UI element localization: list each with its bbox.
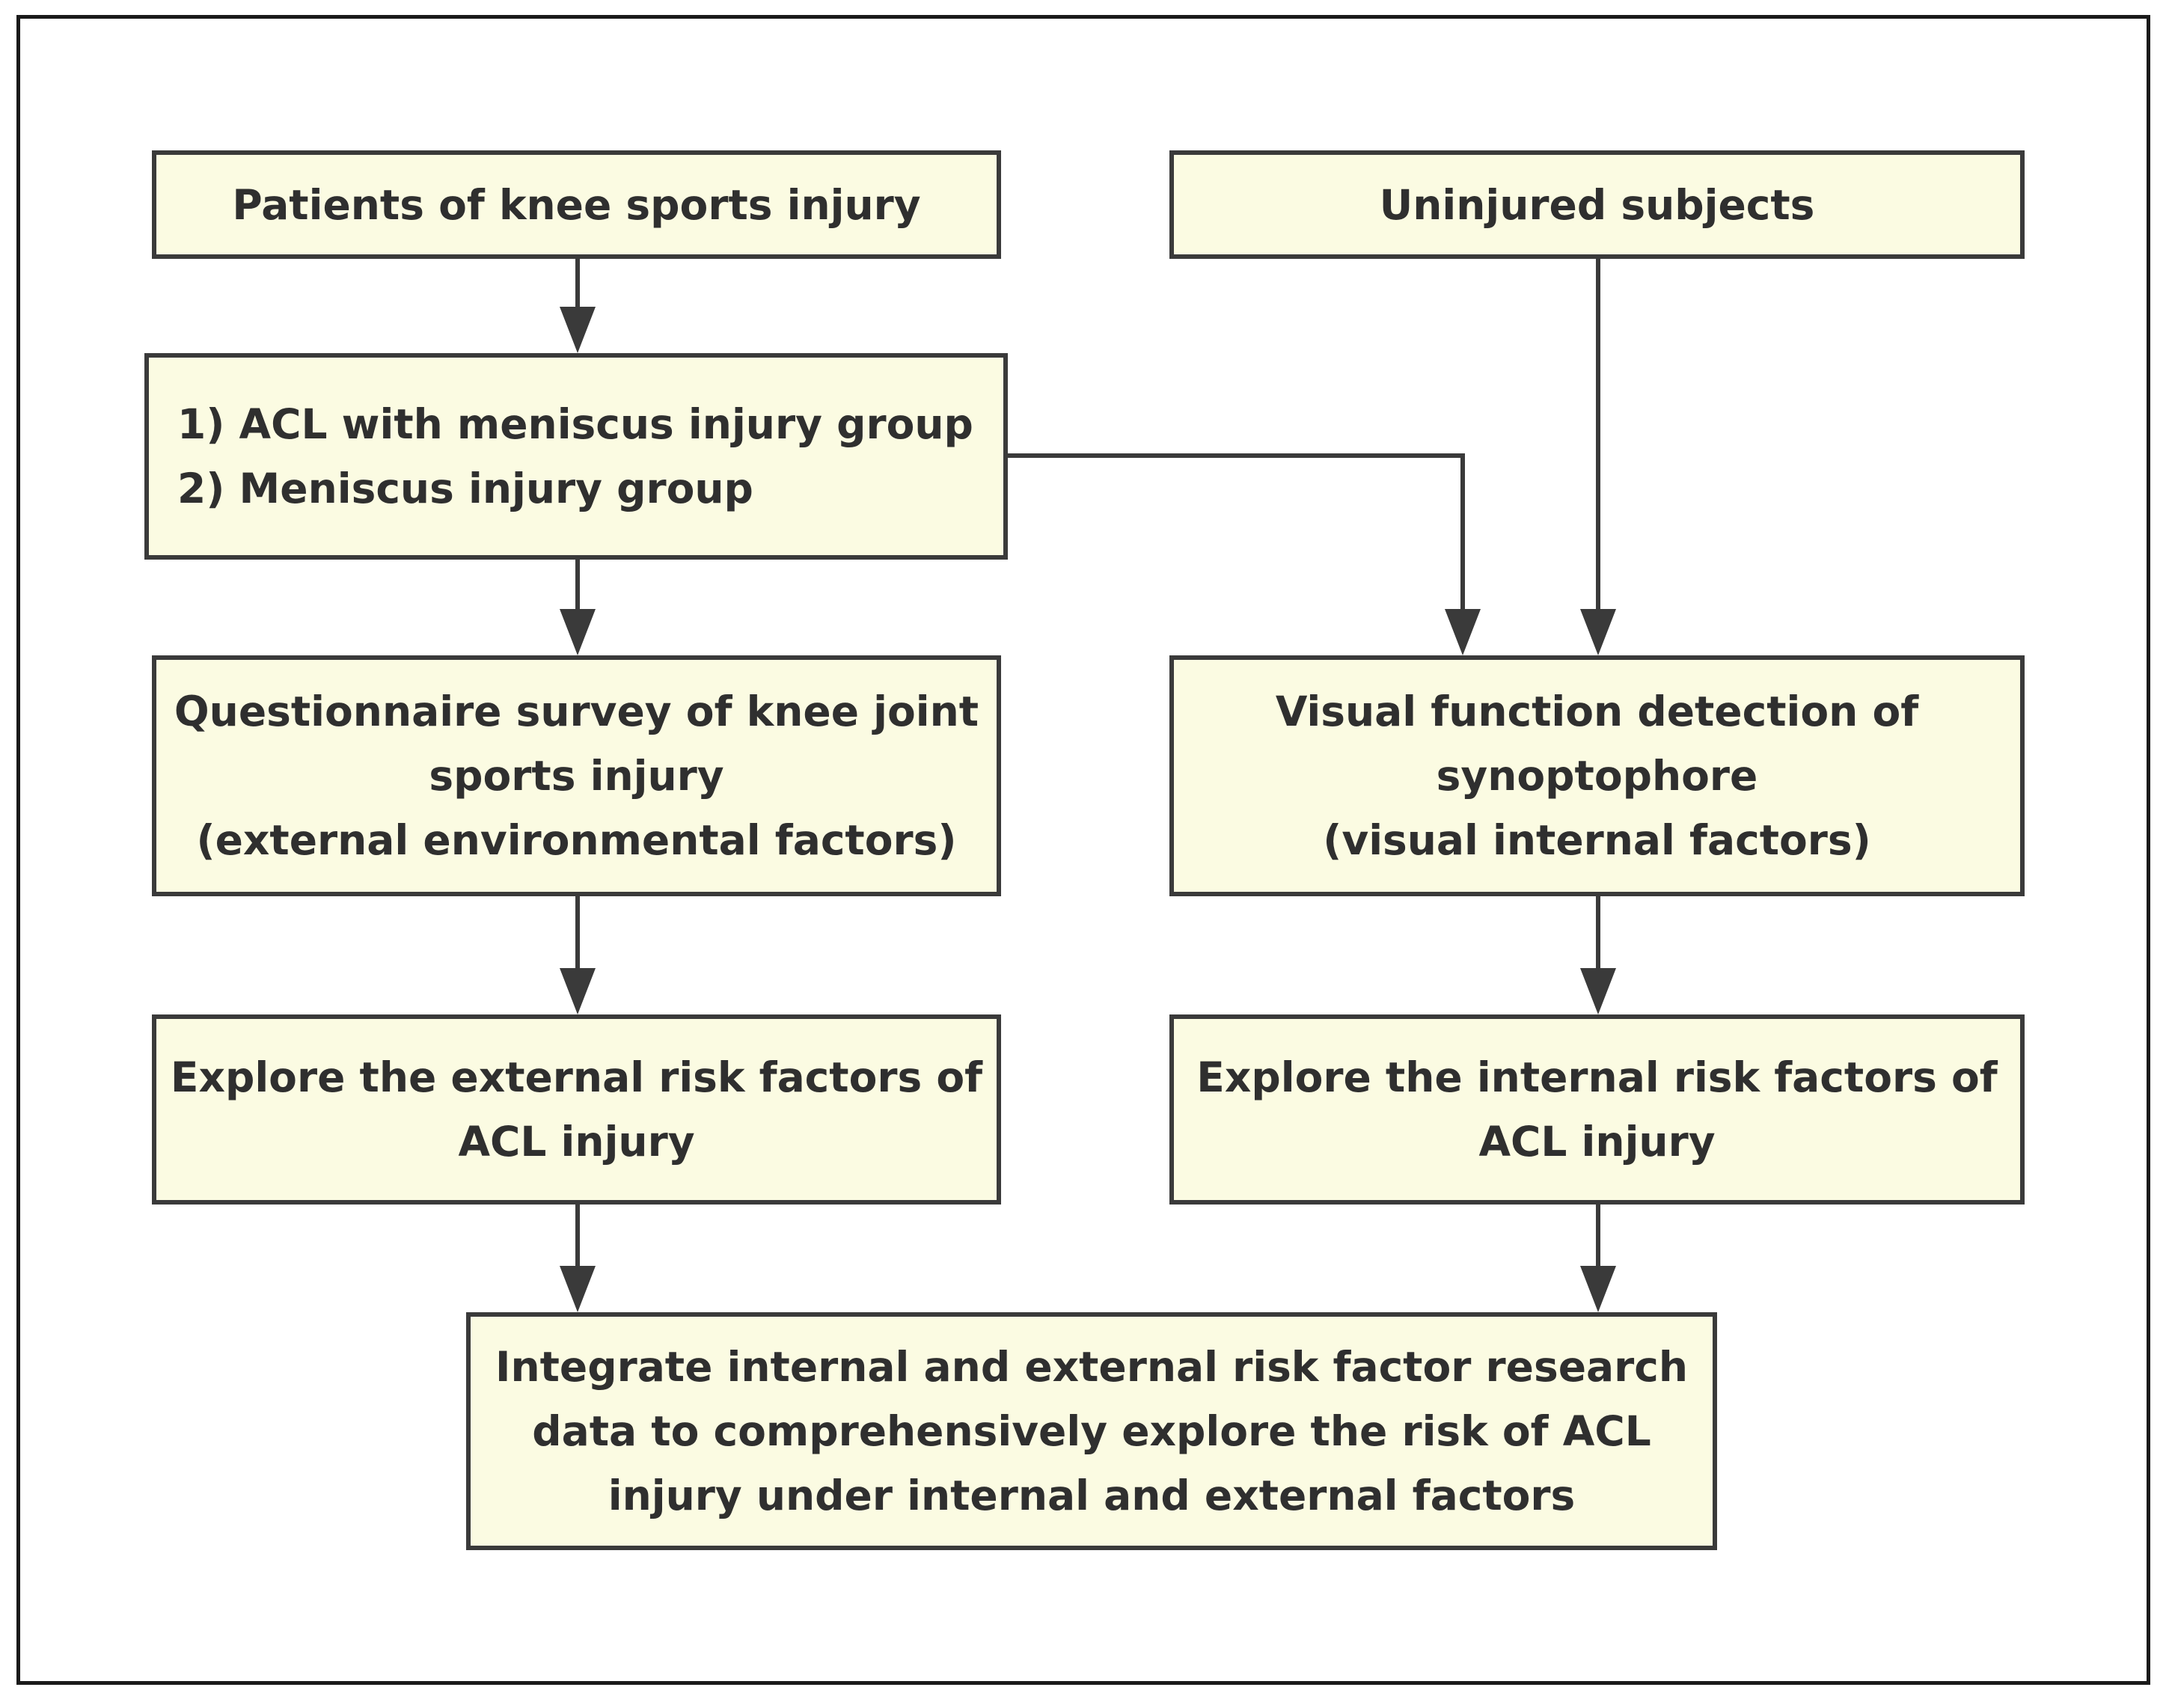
- node-integrate: Integrate internal and external risk fac…: [466, 1312, 1717, 1550]
- node-integrate-line-3: injury under internal and external facto…: [608, 1472, 1576, 1519]
- node-uninjured: Uninjured subjects: [1169, 150, 2025, 259]
- node-visual-line-1: Visual function detection of: [1275, 688, 1919, 735]
- node-groups-line-1: 1) ACL with meniscus injury group: [177, 400, 973, 448]
- node-questionnaire-line-1: Questionnaire survey of knee joint: [174, 688, 979, 735]
- arrowhead-external-to-integrate: [560, 1266, 596, 1312]
- node-integrate-line-2: data to comprehensively explore the risk…: [532, 1407, 1651, 1455]
- node-external-line-1: Explore the external risk factors of: [170, 1053, 983, 1101]
- node-internal: Explore the internal risk factors of ACL…: [1169, 1014, 2025, 1205]
- node-uninjured-line-1: Uninjured subjects: [1379, 180, 1815, 229]
- arrowhead-internal-to-integrate: [1580, 1266, 1616, 1312]
- node-internal-line-1: Explore the internal risk factors of: [1196, 1053, 1998, 1101]
- node-questionnaire-line-3: (external environmental factors): [196, 816, 957, 864]
- node-patients: Patients of knee sports injury: [152, 150, 1001, 259]
- node-questionnaire: Questionnaire survey of knee joint sport…: [152, 655, 1001, 896]
- node-questionnaire-line-2: sports injury: [429, 752, 724, 800]
- arrowhead-questionnaire-to-external: [560, 968, 596, 1014]
- arrow-groups-to-visual: [1008, 453, 1465, 615]
- node-integrate-line-1: Integrate internal and external risk fac…: [495, 1343, 1688, 1391]
- arrowhead-groups-to-visual: [1445, 609, 1481, 655]
- arrowhead-uninjured-to-visual: [1580, 609, 1616, 655]
- node-internal-line-2: ACL injury: [1478, 1118, 1716, 1166]
- node-external: Explore the external risk factors of ACL…: [152, 1014, 1001, 1205]
- arrowhead-patients-to-groups: [560, 307, 596, 353]
- node-visual: Visual function detection of synoptophor…: [1169, 655, 2025, 896]
- node-patients-line-1: Patients of knee sports injury: [232, 180, 921, 229]
- arrowhead-groups-to-questionnaire: [560, 609, 596, 655]
- node-groups: 1) ACL with meniscus injury group 2) Men…: [144, 353, 1008, 560]
- node-external-line-2: ACL injury: [458, 1118, 695, 1166]
- node-groups-line-2: 2) Meniscus injury group: [177, 465, 753, 512]
- node-visual-line-2: synoptophore: [1436, 752, 1758, 800]
- node-visual-line-3: (visual internal factors): [1323, 816, 1871, 864]
- arrowhead-visual-to-internal: [1580, 968, 1616, 1014]
